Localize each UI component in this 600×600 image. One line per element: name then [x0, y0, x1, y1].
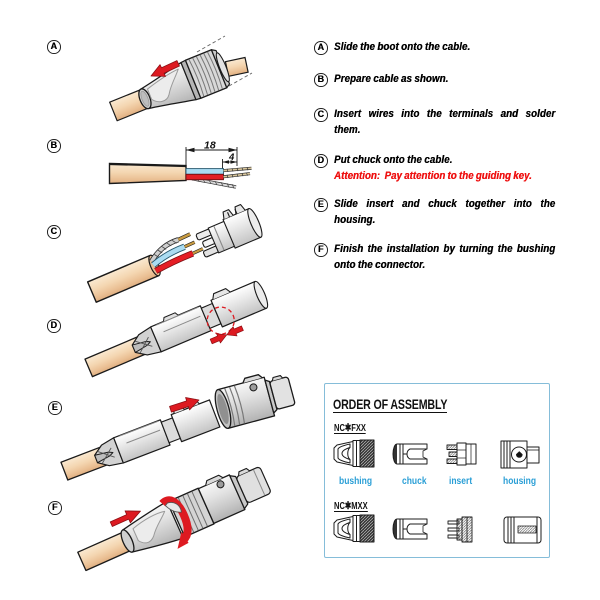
svg-text:4: 4: [228, 152, 235, 163]
svg-text:18: 18: [204, 140, 216, 152]
